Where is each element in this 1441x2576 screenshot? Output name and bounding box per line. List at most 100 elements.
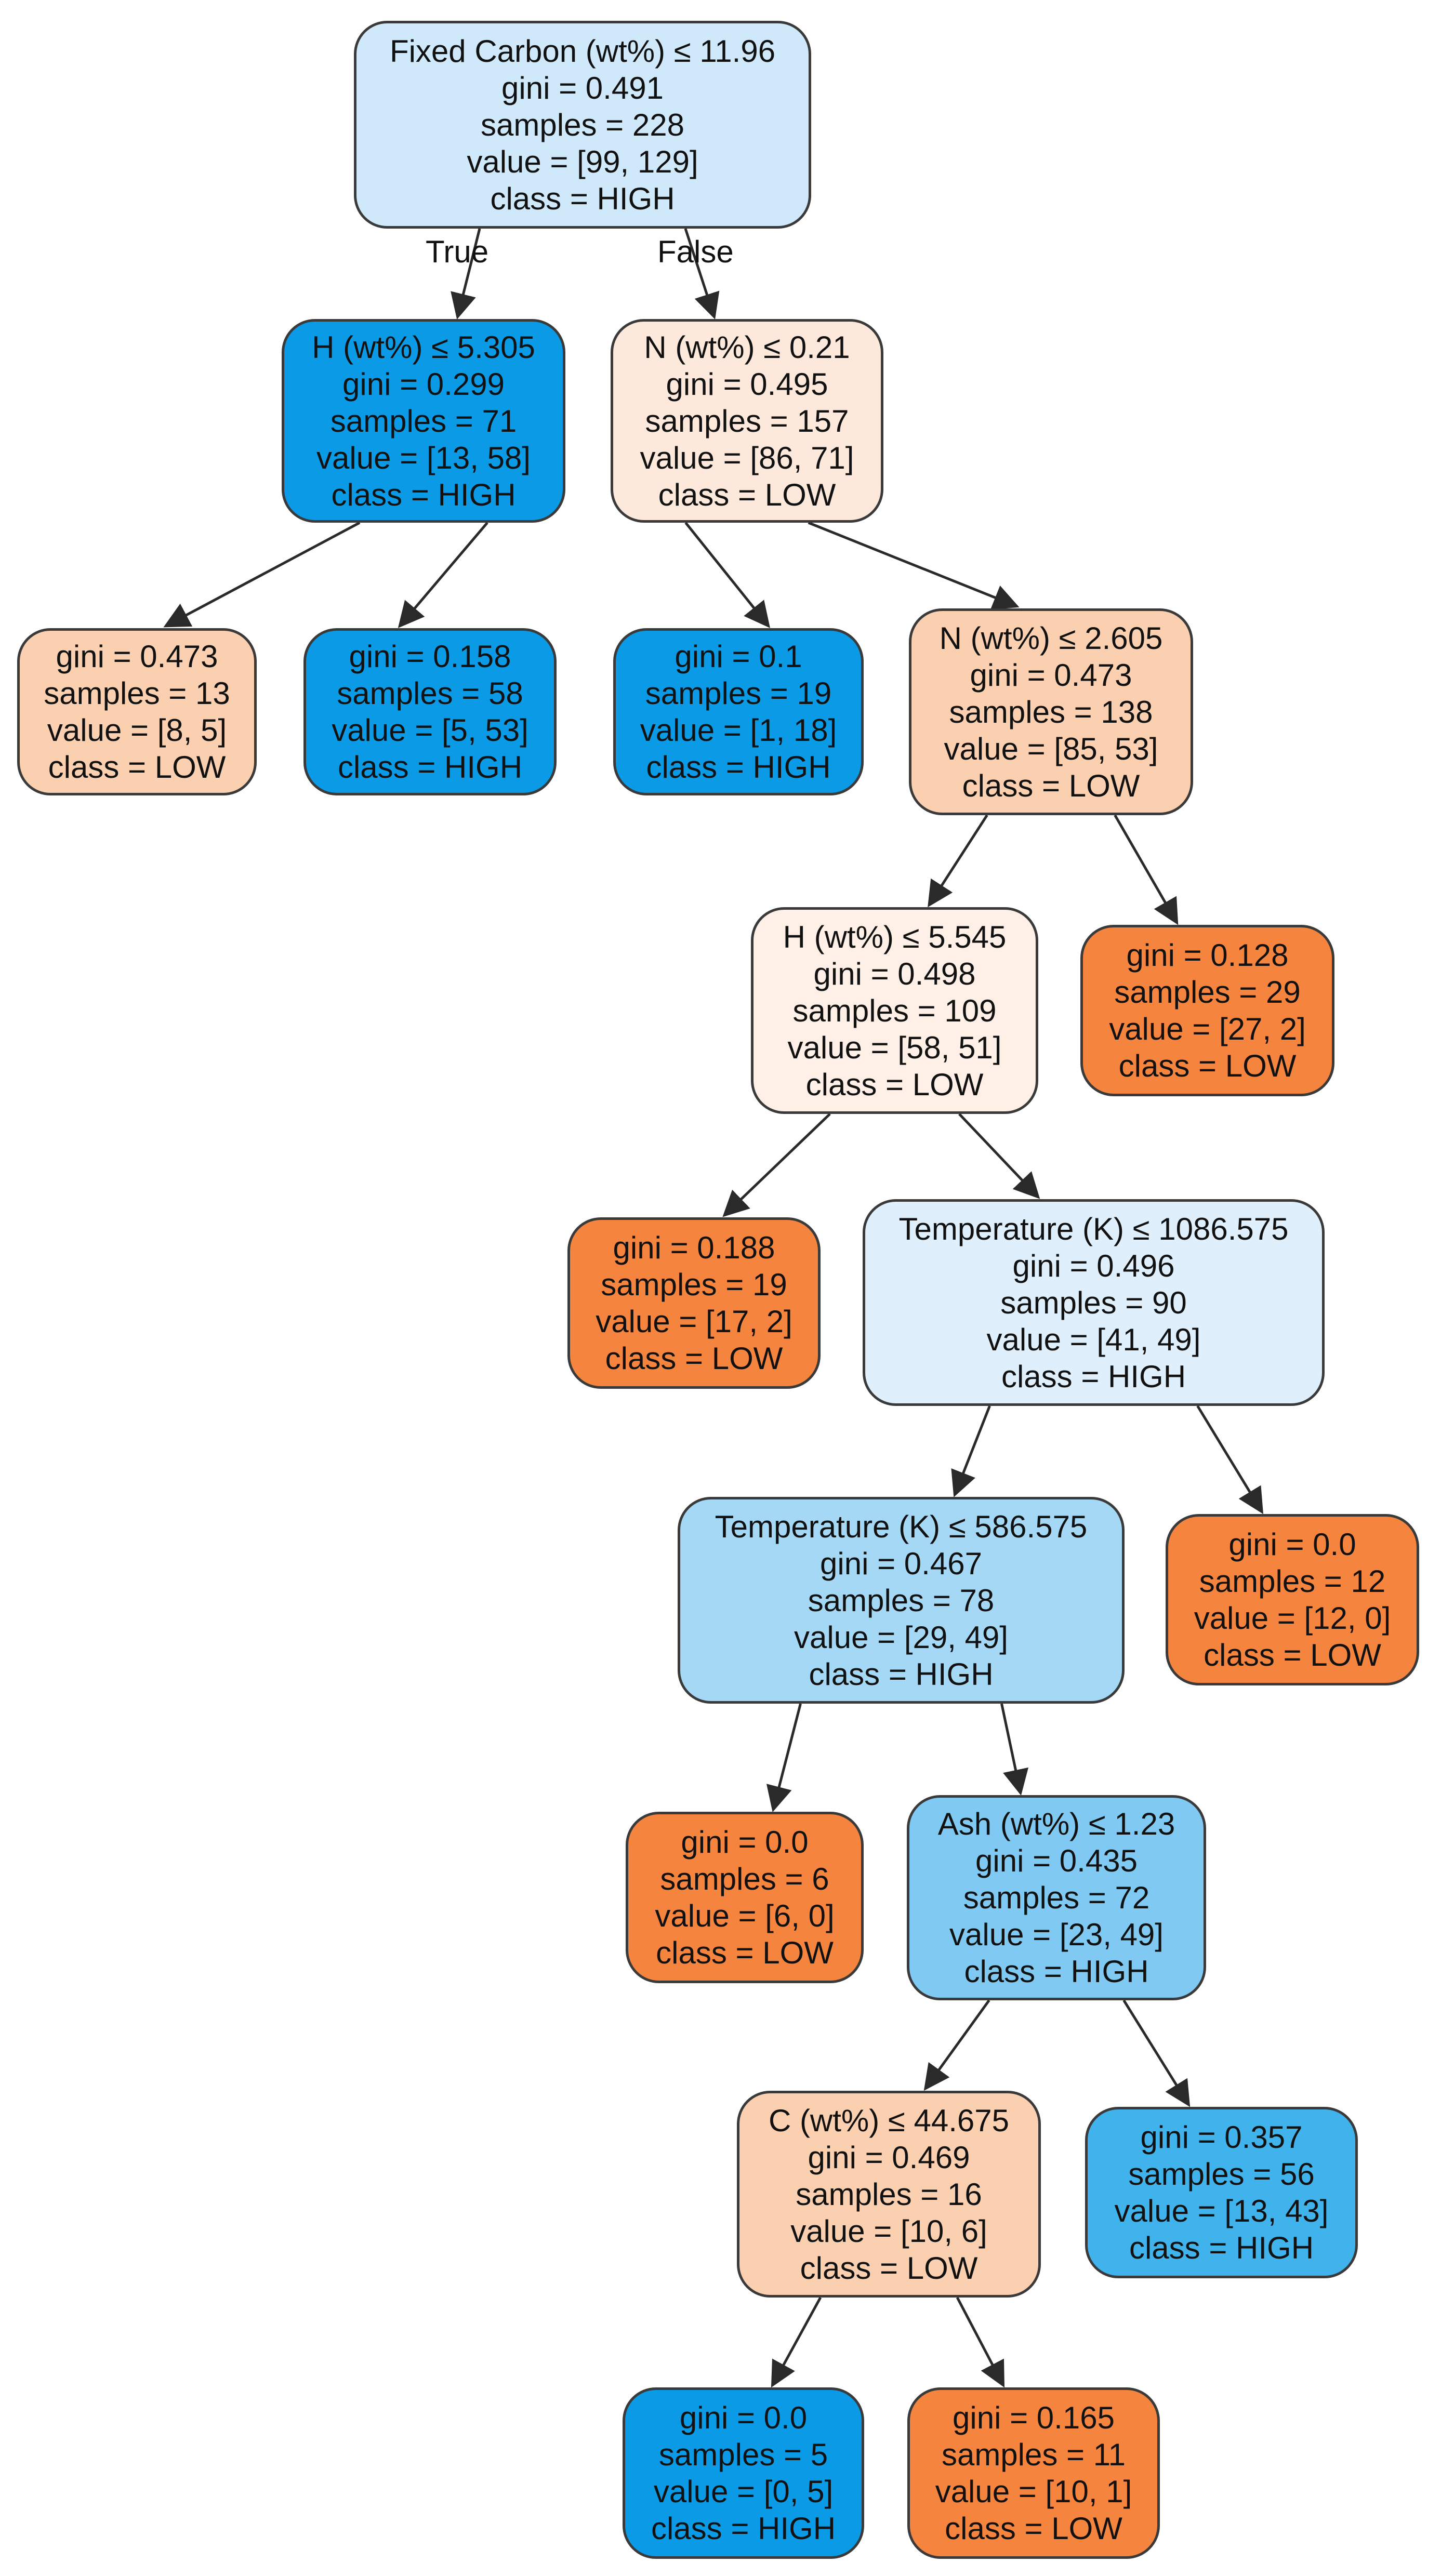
node-split-text: H (wt%) ≤ 5.305 — [312, 329, 535, 365]
node-split-text: N (wt%) ≤ 0.21 — [644, 329, 850, 365]
node-samples-text: samples = 6 — [660, 1862, 829, 1896]
node-class-text: class = LOW — [48, 750, 226, 785]
node-gini-text: gini = 0.0 — [679, 2400, 808, 2435]
node-class-text: class = LOW — [800, 2250, 978, 2286]
node-class-text: class = HIGH — [337, 750, 523, 785]
node-samples-text: samples = 19 — [601, 1267, 787, 1302]
node-split-text: N (wt%) ≤ 2.605 — [939, 620, 1163, 656]
node-value-text: value = [41, 49] — [986, 1322, 1201, 1357]
node-value-text: value = [85, 53] — [944, 731, 1158, 766]
node-class-text: class = LOW — [605, 1341, 783, 1376]
node-value-text: value = [0, 5] — [653, 2474, 834, 2509]
node-class-text: class = HIGH — [1129, 2230, 1314, 2265]
node-samples-text: samples = 58 — [337, 676, 523, 711]
node-class-text: class = LOW — [658, 477, 836, 512]
node-gini-text: gini = 0.165 — [953, 2400, 1115, 2435]
edge-arrow — [808, 521, 1020, 610]
node-class-text: class = LOW — [962, 768, 1140, 803]
edge-label-false: False — [657, 234, 734, 269]
edge-arrow — [951, 1405, 991, 1497]
node-gini-text: gini = 0.467 — [820, 1546, 982, 1581]
edge-arrow — [684, 522, 770, 628]
node-class-text: class = HIGH — [646, 750, 831, 785]
node-value-text: value = [13, 58] — [316, 440, 531, 475]
node-split-text: Temperature (K) ≤ 586.575 — [715, 1509, 1088, 1544]
node-class-text: class = HIGH — [331, 477, 516, 512]
edge-arrow — [958, 1113, 1040, 1199]
node-value-text: value = [99, 129] — [467, 144, 698, 179]
edge-arrow — [1196, 1405, 1264, 1515]
node-value-text: value = [58, 51] — [787, 1030, 1002, 1065]
node-gini-text: gini = 0.1 — [675, 639, 802, 674]
node-samples-text: samples = 16 — [796, 2176, 982, 2212]
node-samples-text: samples = 19 — [645, 676, 832, 711]
node-gini-text: gini = 0.0 — [1228, 1527, 1356, 1562]
node-samples-text: samples = 71 — [330, 403, 517, 439]
edge-arrow — [956, 2296, 1005, 2388]
node-value-text: value = [23, 49] — [949, 1917, 1164, 1952]
edge-label-true: True — [426, 234, 489, 269]
node-split-text: Temperature (K) ≤ 1086.575 — [898, 1211, 1289, 1246]
node-samples-text: samples = 5 — [658, 2437, 828, 2472]
node-value-text: value = [12, 0] — [1194, 1601, 1391, 1636]
node-gini-text: gini = 0.473 — [56, 639, 218, 674]
node-value-text: value = [13, 43] — [1114, 2194, 1329, 2228]
edge-arrow — [722, 1113, 831, 1217]
node-samples-text: samples = 13 — [44, 676, 230, 711]
node-class-text: class = LOW — [945, 2511, 1122, 2546]
edge-arrow — [1000, 1703, 1029, 1796]
node-samples-text: samples = 56 — [1128, 2157, 1315, 2192]
node-class-text: class = HIGH — [651, 2511, 836, 2546]
edge-arrow — [1122, 1999, 1191, 2107]
node-samples-text: samples = 90 — [1000, 1285, 1187, 1320]
edge-arrow — [766, 1703, 802, 1812]
edge-arrow — [923, 1999, 990, 2091]
node-class-text: class = LOW — [805, 1067, 984, 1102]
edge-arrow — [928, 814, 988, 908]
node-split-text: Fixed Carbon (wt%) ≤ 11.96 — [389, 33, 776, 69]
node-value-text: value = [10, 6] — [790, 2213, 987, 2249]
node-samples-text: samples = 78 — [808, 1583, 995, 1618]
edge-arrow — [451, 228, 481, 320]
node-gini-text: gini = 0.491 — [501, 70, 664, 105]
node-samples-text: samples = 12 — [1199, 1564, 1386, 1599]
node-class-text: class = HIGH — [1001, 1359, 1186, 1394]
node-samples-text: samples = 72 — [963, 1880, 1150, 1915]
node-gini-text: gini = 0.158 — [349, 639, 511, 674]
node-value-text: value = [29, 49] — [794, 1619, 1008, 1655]
node-gini-text: gini = 0.498 — [813, 956, 976, 991]
edge-arrow — [398, 522, 488, 628]
node-value-text: value = [5, 53] — [332, 713, 528, 748]
node-samples-text: samples = 138 — [949, 694, 1153, 729]
edge-arrow — [163, 521, 361, 628]
node-gini-text: gini = 0.469 — [808, 2140, 970, 2175]
node-split-text: C (wt%) ≤ 44.675 — [768, 2103, 1010, 2138]
node-class-text: class = LOW — [1118, 1048, 1297, 1083]
node-gini-text: gini = 0.496 — [1012, 1248, 1175, 1283]
node-samples-text: samples = 29 — [1114, 975, 1301, 1010]
node-gini-text: gini = 0.435 — [975, 1843, 1138, 1878]
node-samples-text: samples = 11 — [941, 2437, 1126, 2472]
node-class-text: class = LOW — [656, 1935, 834, 1970]
node-samples-text: samples = 157 — [645, 403, 849, 439]
node-samples-text: samples = 228 — [481, 107, 684, 142]
node-class-text: class = HIGH — [809, 1656, 994, 1692]
node-gini-text: gini = 0.299 — [342, 366, 505, 402]
